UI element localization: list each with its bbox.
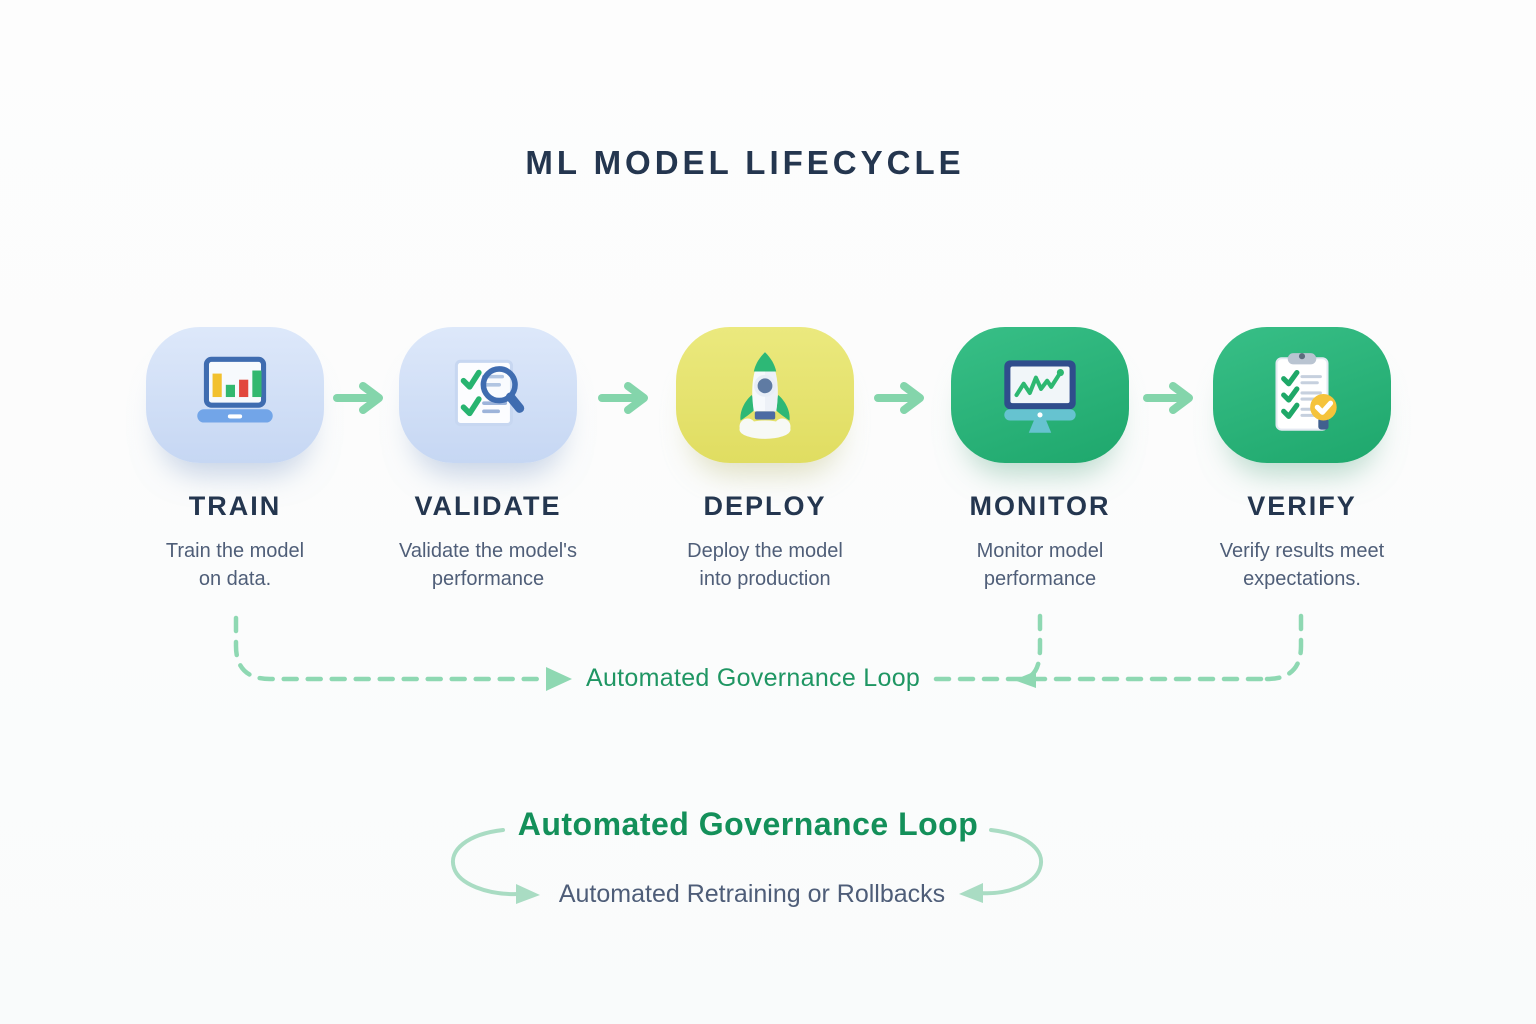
verify-loop-connector [1264, 613, 1304, 682]
footer-subheading: Automated Retraining or Rollbacks [558, 880, 946, 908]
stage-description-line: on data. [198, 568, 272, 590]
validate-tile [399, 327, 577, 463]
stage-description-line: Train the model [165, 540, 305, 562]
stage-description: Validate the model's performance [348, 537, 628, 593]
stage-label: VALIDATE [414, 491, 562, 521]
stage-description-line: Verify results meet [1219, 540, 1385, 562]
monitor-tile [951, 327, 1129, 463]
loop-arrow-right-icon [546, 667, 572, 691]
stage-deploy: DEPLOY Deploy the model into production [625, 327, 905, 593]
stage-description-line: Monitor model [976, 540, 1104, 562]
stage-verify: VERIFY Verify results meet expectations. [1162, 327, 1442, 593]
stage-description: Monitor model performance [900, 537, 1180, 593]
page-title: ML MODEL LIFECYCLE [525, 144, 965, 181]
stage-label: VERIFY [1247, 491, 1357, 521]
monitor-trend-icon [1004, 360, 1076, 433]
stage-label: MONITOR [969, 491, 1111, 521]
flow-arrow-icon [874, 382, 924, 414]
stage-description-line: Deploy the model [687, 540, 843, 562]
checklist-magnifier-icon [454, 359, 525, 427]
stage-description-line: into production [699, 568, 831, 590]
stage-label: DEPLOY [703, 491, 827, 521]
train-loop-connector [233, 615, 543, 682]
verify-tile [1213, 327, 1391, 463]
stage-description-line: performance [431, 568, 545, 590]
footer-heading: Automated Governance Loop [517, 806, 979, 842]
stage-description-line: performance [983, 568, 1097, 590]
loop-junction-arrow-icon [1014, 671, 1036, 688]
stage-description: Train the model on data. [95, 537, 375, 593]
monitor-loop-connector [1023, 613, 1043, 681]
stage-monitor: MONITOR Monitor model performance [900, 327, 1180, 593]
stage-description: Deploy the model into production [625, 537, 905, 593]
flow-arrow-icon [1143, 382, 1193, 414]
deploy-tile [676, 327, 854, 463]
stage-validate: VALIDATE Validate the model's performanc… [348, 327, 628, 593]
stage-description: Verify results meet expectations. [1162, 537, 1442, 593]
stage-description-line: expectations. [1243, 568, 1361, 590]
rocket-icon [739, 352, 791, 439]
laptop-bar-chart-icon [197, 356, 273, 423]
train-tile [146, 327, 324, 463]
governance-loop-inline-label: Automated Governance Loop [586, 664, 921, 692]
clipboard-check-icon [1275, 353, 1337, 431]
flow-arrow-icon [333, 382, 383, 414]
stage-label: TRAIN [188, 491, 282, 521]
stage-train: TRAIN Train the model on data. [95, 327, 375, 593]
flow-arrow-icon [598, 382, 648, 414]
stage-description-line: Validate the model's [399, 540, 577, 562]
